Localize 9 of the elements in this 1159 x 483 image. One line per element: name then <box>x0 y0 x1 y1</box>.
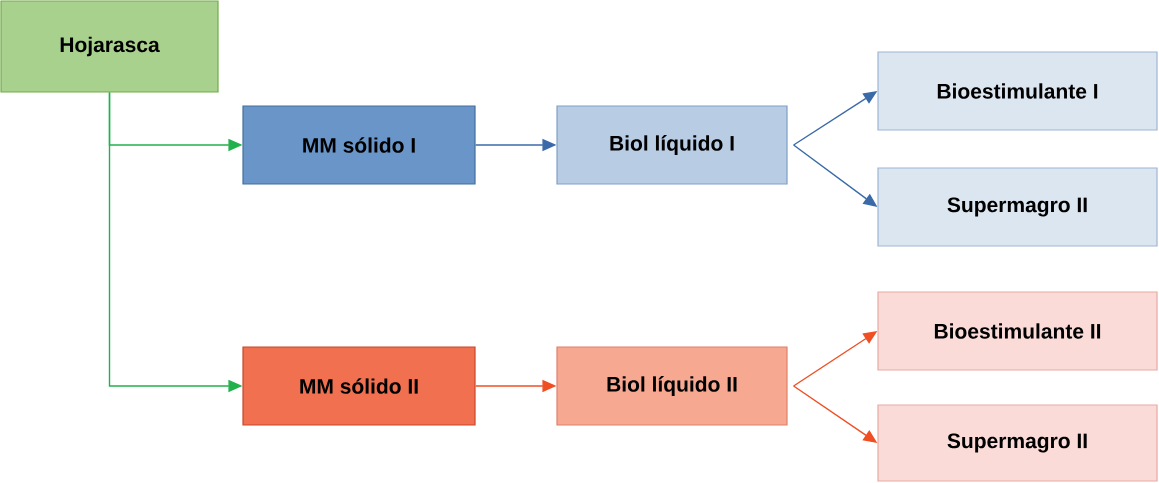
process-box: Hojarasca <box>0 0 219 93</box>
process-box: Biol líquido I <box>556 105 788 185</box>
process-box: MM sólido II <box>242 346 476 426</box>
process-box: Supermagro II <box>877 404 1158 482</box>
process-box: Bioestimulante I <box>877 51 1158 131</box>
process-box: MM sólido I <box>242 105 476 185</box>
process-box: Bioestimulante II <box>877 291 1158 371</box>
process-box: Supermagro II <box>877 167 1158 247</box>
process-box: Biol líquido II <box>556 346 788 426</box>
